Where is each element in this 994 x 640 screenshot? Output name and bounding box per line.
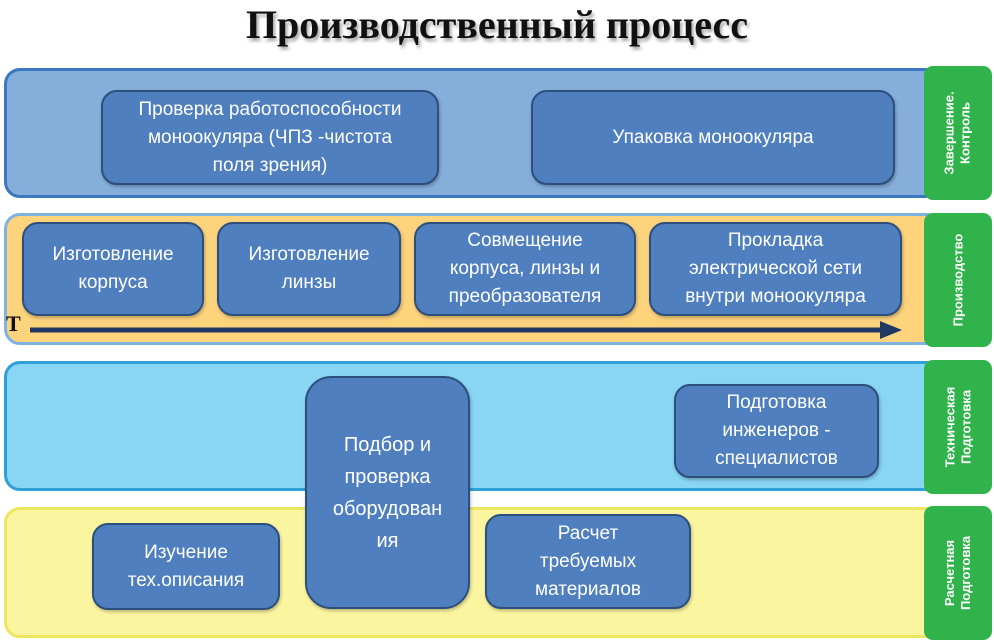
time-axis-arrow xyxy=(30,321,902,339)
time-axis-label: T xyxy=(6,311,21,336)
box-housing-manufacture: Изготовление корпуса xyxy=(22,222,204,316)
stage-label-technical: Техническая Подготовка xyxy=(924,360,992,494)
stage-label-calculation-text: Расчетная Подготовка xyxy=(942,535,973,611)
box-equipment-selection: Подбор и проверка оборудован ия xyxy=(305,376,470,609)
box-engineer-training: Подготовка инженеров - специалистов xyxy=(674,384,879,478)
time-axis-arrowhead xyxy=(880,321,902,339)
stage-label-production-text: Производство xyxy=(950,233,965,327)
box-functionality-check: Проверка работоспособности моноокуляра (… xyxy=(101,90,439,185)
stage-label-production: Производство xyxy=(924,213,992,347)
box-packaging: Упаковка моноокуляра xyxy=(531,90,895,185)
box-lens-manufacture: Изготовление линзы xyxy=(217,222,401,316)
stage-label-calculation: Расчетная Подготовка xyxy=(924,506,992,640)
box-materials-calculation: Расчет требуемых материалов xyxy=(485,514,691,609)
box-tech-description-study: Изучение тех.описания xyxy=(92,523,280,610)
box-wiring: Прокладка электрической сети внутри моно… xyxy=(649,222,902,316)
box-assembly: Совмещение корпуса, линзы и преобразоват… xyxy=(414,222,636,316)
stage-label-completion: Завершение. Контроль xyxy=(924,66,992,200)
stage-label-technical-text: Техническая Подготовка xyxy=(942,386,973,468)
stage-label-completion-text: Завершение. Контроль xyxy=(942,91,973,175)
page-title: Производственный процесс xyxy=(245,2,749,47)
